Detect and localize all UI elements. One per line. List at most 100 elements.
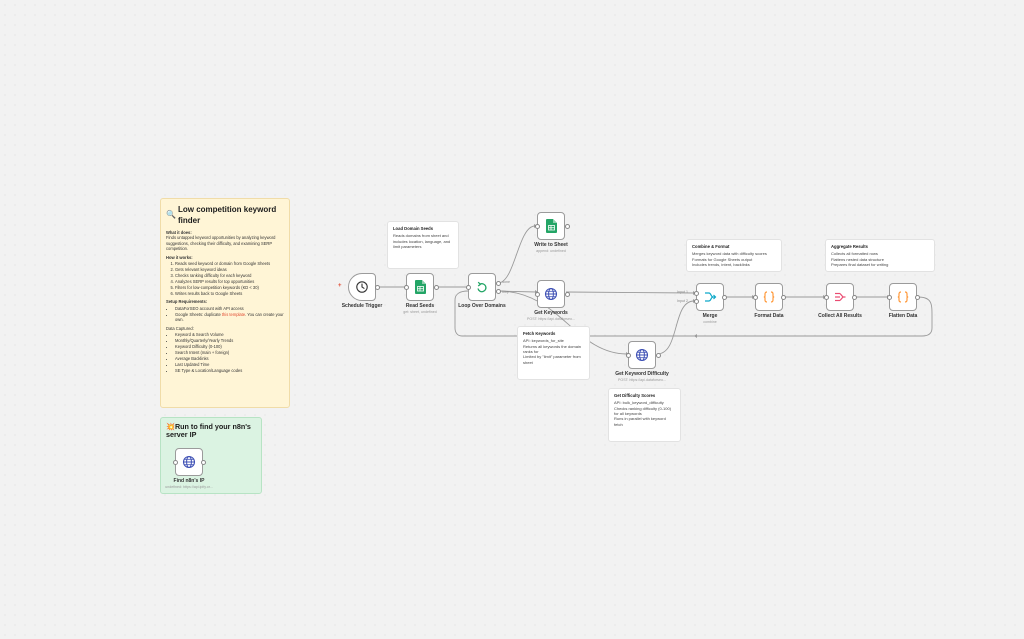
node-write-to-sheet[interactable] xyxy=(537,212,565,240)
sticky-note-description[interactable]: 🔍 Low competition keyword finder What it… xyxy=(160,198,290,408)
globe-icon xyxy=(635,348,649,362)
setup-list: DataForSEO account with API access Googl… xyxy=(166,306,284,323)
how-step: Filters for low-competition keywords (KD… xyxy=(175,285,284,291)
globe-icon xyxy=(182,455,196,469)
setup-item: Google Sheets: duplicate this template. … xyxy=(175,312,284,323)
note-body: API: keywords_for_site Returns all keywo… xyxy=(523,338,582,365)
node-label: Schedule Trigger xyxy=(341,303,383,309)
input-handle[interactable] xyxy=(886,294,892,300)
node-subtitle: append: undefined xyxy=(536,249,566,253)
note-title: Fetch Keywords xyxy=(523,331,556,336)
sticky-ip-title-text: Run to find your n8n's server IP xyxy=(166,422,251,440)
port-label-done: done xyxy=(502,280,510,284)
note-fetch-keywords[interactable]: Fetch Keywords API: keywords_for_site Re… xyxy=(517,326,590,380)
output-handle[interactable] xyxy=(780,294,786,300)
note-combine-format[interactable]: Combine & Format Merges keyword data wit… xyxy=(686,239,782,272)
how-steps: Reads seed keyword or domain from Google… xyxy=(166,261,284,296)
note-aggregate-results[interactable]: Aggregate Results Collects all formatted… xyxy=(825,239,935,272)
output-handle[interactable] xyxy=(914,294,920,300)
output-handle-loop[interactable] xyxy=(495,288,501,294)
node-read-seeds[interactable] xyxy=(406,273,434,301)
node-label: Loop Over Domains xyxy=(458,303,506,309)
input-handle[interactable] xyxy=(625,352,631,358)
output-handle[interactable] xyxy=(200,459,206,465)
node-find-ip[interactable] xyxy=(175,448,203,476)
data-item: SE Type & Location/Language codes xyxy=(175,368,284,374)
output-handle-done[interactable] xyxy=(495,280,501,286)
node-subtitle: POST: https://api.dataforseo... xyxy=(618,378,666,382)
output-handle[interactable] xyxy=(564,223,570,229)
input-handle[interactable] xyxy=(752,294,758,300)
data-item: Search Intent (main + foreign) xyxy=(175,350,284,356)
node-label: Get Keyword Difficulty xyxy=(615,371,669,377)
setup-item: DataForSEO account with API access xyxy=(175,306,284,312)
sticky-title-text: Low competition keyword finder xyxy=(177,205,277,225)
add-trigger-plus-icon[interactable]: + xyxy=(338,283,342,289)
output-handle[interactable] xyxy=(433,284,439,290)
curly-braces-icon xyxy=(763,291,775,303)
data-item: Last Updated Time xyxy=(175,362,284,368)
globe-icon xyxy=(544,287,558,301)
merge-icon xyxy=(705,292,717,302)
node-get-keyword-difficulty[interactable] xyxy=(628,341,656,369)
how-step: Reads seed keyword or domain from Google… xyxy=(175,261,284,267)
note-title: Load Domain Seeds xyxy=(393,226,434,231)
note-title: Get Difficulty Scores xyxy=(614,393,656,398)
node-label: Write to Sheet xyxy=(534,242,568,248)
input-handle[interactable] xyxy=(534,223,540,229)
edge-getkw-merge xyxy=(565,291,695,294)
node-flatten-data[interactable] xyxy=(889,283,917,311)
how-heading: How it works: xyxy=(166,254,193,260)
node-schedule-trigger[interactable] xyxy=(348,273,376,301)
edge-loop-write xyxy=(497,225,536,284)
node-label: Find n8n's IP xyxy=(173,478,205,484)
node-subtitle: get: sheet, undefined xyxy=(403,310,437,314)
output-handle[interactable] xyxy=(375,284,380,290)
output-handle[interactable] xyxy=(851,294,857,300)
input-handle[interactable] xyxy=(172,459,178,465)
note-difficulty-scores[interactable]: Get Difficulty Scores API: bulk_keyword_… xyxy=(608,388,681,442)
template-link[interactable]: this template xyxy=(221,311,246,317)
output-handle[interactable] xyxy=(564,291,570,297)
magnifier-icon: 🔍 xyxy=(166,210,176,220)
port-label-loop: loop xyxy=(502,290,509,294)
input-handle-1[interactable] xyxy=(693,290,699,296)
input-handle[interactable] xyxy=(823,294,829,300)
what-text: Finds untapped keyword opportunities by … xyxy=(166,235,276,252)
data-item: Keyword & Search Volume xyxy=(175,332,284,338)
note-load-domain-seeds[interactable]: Load Domain Seeds Reads domains from she… xyxy=(387,221,459,269)
node-label: Merge xyxy=(702,313,718,319)
google-sheets-icon xyxy=(414,280,426,294)
note-title: Aggregate Results xyxy=(831,244,868,249)
sticky-title: 🔍 Low competition keyword finder xyxy=(166,205,284,227)
node-format-data[interactable] xyxy=(755,283,783,311)
loop-icon xyxy=(477,281,487,293)
node-label: Get Keywords xyxy=(534,310,568,316)
node-label: Flatten Data xyxy=(888,313,918,319)
input-handle-2[interactable] xyxy=(693,298,699,304)
node-label: Format Data xyxy=(754,313,784,319)
edge-flatten-loop-back xyxy=(454,290,933,337)
data-heading: Data Captured: xyxy=(166,325,194,331)
edge-difficulty-merge xyxy=(656,300,695,355)
output-handle[interactable] xyxy=(655,352,661,358)
setup-item-text: Google Sheets: duplicate xyxy=(175,311,222,317)
note-body: API: bulk_keyword_difficulty Checks rank… xyxy=(614,400,672,427)
note-body: Collects all formatted rows Flattens nes… xyxy=(831,251,889,267)
node-collect-all-results[interactable] xyxy=(826,283,854,311)
data-item: Keyword Difficulty (0-100) xyxy=(175,344,284,350)
input-handle[interactable] xyxy=(465,284,471,290)
output-handle[interactable] xyxy=(721,294,727,300)
note-body: Merges keyword data with difficulty scor… xyxy=(692,251,767,267)
node-label: Collect All Results xyxy=(818,313,862,319)
what-heading: What it does: xyxy=(166,229,192,235)
node-loop-over-domains[interactable] xyxy=(468,273,496,301)
input-handle[interactable] xyxy=(403,284,409,290)
input-handle[interactable] xyxy=(534,291,540,297)
edge-loop-difficulty xyxy=(497,290,628,355)
setup-heading: Setup Requirements: xyxy=(166,299,208,305)
node-merge[interactable] xyxy=(696,283,724,311)
data-item: Average Backlinks xyxy=(175,356,284,362)
node-get-keywords[interactable] xyxy=(537,280,565,308)
explosion-icon: 💥 xyxy=(166,422,175,431)
